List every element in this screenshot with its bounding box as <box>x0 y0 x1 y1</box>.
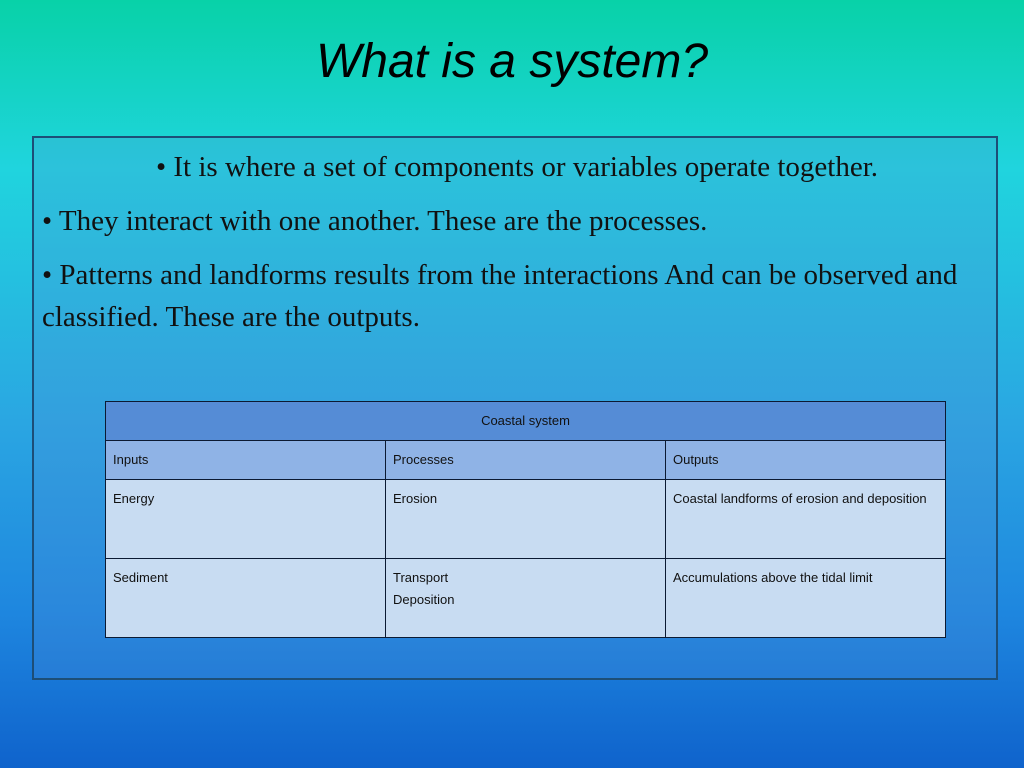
cell-outputs: Accumulations above the tidal limit <box>665 558 946 638</box>
bullet-item-3: • Patterns and landforms results from th… <box>42 259 958 333</box>
cell-processes: Erosion <box>385 479 666 559</box>
header-inputs: Inputs <box>105 440 386 480</box>
bullet-item-2: • They interact with one another. These … <box>42 205 708 237</box>
process-item: Deposition <box>393 592 455 607</box>
coastal-system-table: Coastal system Inputs Processes Outputs … <box>105 401 946 638</box>
header-outputs: Outputs <box>665 440 946 480</box>
table-row: Energy Erosion Coastal landforms of eros… <box>105 479 946 559</box>
table-header-row: Inputs Processes Outputs <box>105 440 946 480</box>
process-item: Transport <box>393 570 449 585</box>
table-title: Coastal system <box>105 401 946 441</box>
header-processes: Processes <box>385 440 666 480</box>
cell-processes: Transport Deposition <box>385 558 666 638</box>
bullet-list: • It is where a set of components or var… <box>42 146 992 350</box>
process-item: Erosion <box>393 491 438 506</box>
cell-outputs: Coastal landforms of erosion and deposit… <box>665 479 946 559</box>
content-box: • It is where a set of components or var… <box>32 136 998 680</box>
bullet-item-1: • It is where a set of components or var… <box>155 151 878 183</box>
table-title-row: Coastal system <box>105 401 946 441</box>
cell-inputs: Sediment <box>105 558 386 638</box>
table-row: Sediment Transport Deposition Accumulati… <box>105 558 946 638</box>
cell-inputs: Energy <box>105 479 386 559</box>
slide-title: What is a system? <box>315 35 709 88</box>
